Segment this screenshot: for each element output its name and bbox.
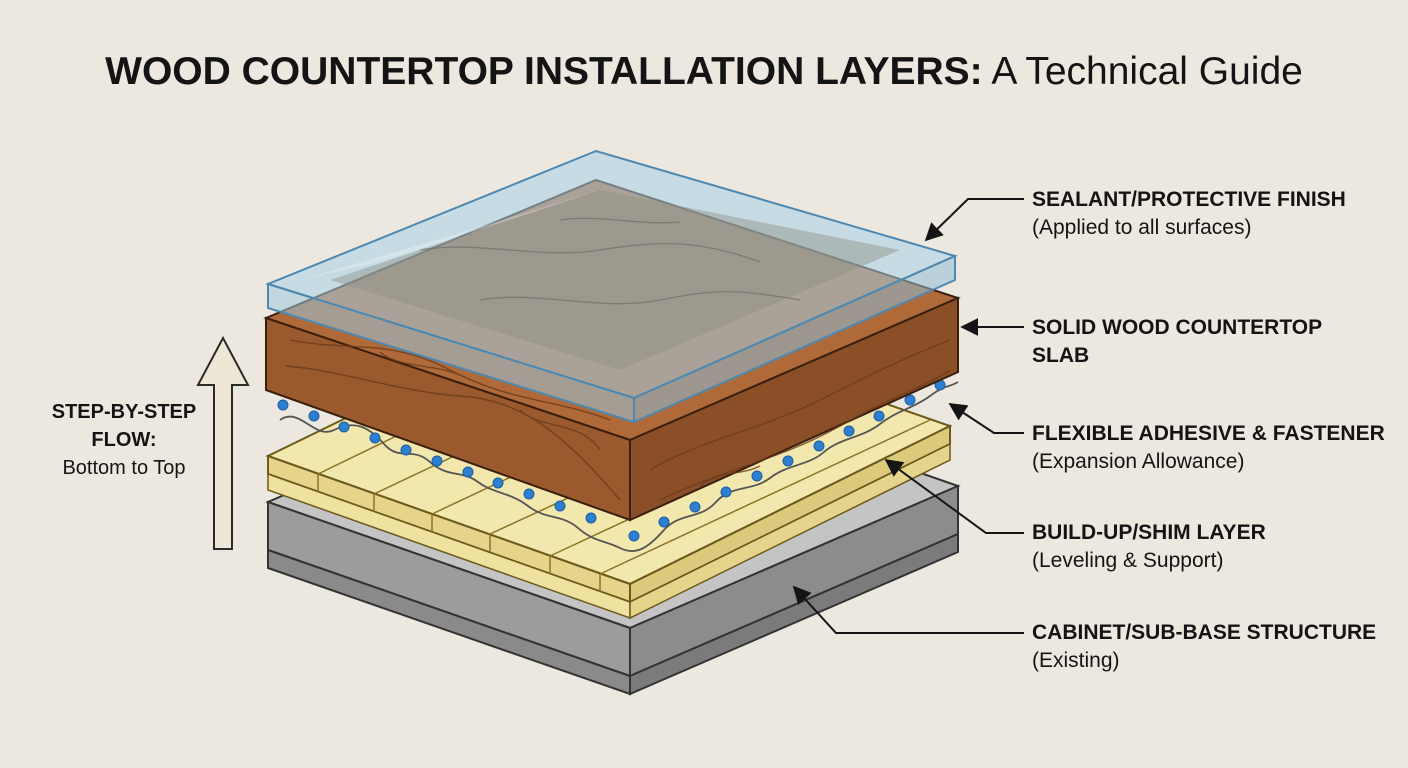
- label-sealant-name: SEALANT/PROTECTIVE FINISH: [1032, 188, 1346, 211]
- label-sealant-note: (Applied to all surfaces): [1032, 216, 1252, 239]
- label-shim: BUILD-UP/SHIM LAYER (Leveling & Support): [1032, 519, 1266, 575]
- label-sealant: SEALANT/PROTECTIVE FINISH (Applied to al…: [1032, 186, 1346, 242]
- leader-cabinet: [792, 585, 1024, 634]
- title-bold: WOOD COUNTERTOP INSTALLATION LAYERS:: [105, 50, 983, 93]
- flow-arrow: [196, 335, 250, 550]
- label-adhesive: FLEXIBLE ADHESIVE & FASTENER (Expansion …: [1032, 420, 1385, 476]
- title-rest: A Technical Guide: [982, 50, 1303, 93]
- adhesive-layer: [277, 379, 959, 552]
- sealant-layer: [265, 149, 958, 424]
- page-title: WOOD COUNTERTOP INSTALLATION LAYERS: A T…: [0, 50, 1408, 94]
- label-adhesive-note: (Expansion Allowance): [1032, 450, 1245, 473]
- leader-shim: [884, 458, 1024, 534]
- label-wood: SOLID WOOD COUNTERTOP SLAB: [1032, 314, 1322, 370]
- label-adhesive-name: FLEXIBLE ADHESIVE & FASTENER: [1032, 422, 1385, 445]
- label-cabinet-name: CABINET/SUB-BASE STRUCTURE: [1032, 621, 1377, 644]
- label-cabinet-note: (Existing): [1032, 649, 1120, 672]
- label-shim-note: (Leveling & Support): [1032, 549, 1224, 572]
- flow-heading-line1: STEP-BY-STEP: [51, 401, 197, 423]
- leader-sealant: [924, 198, 1024, 242]
- label-wood-name-line1: SOLID WOOD COUNTERTOP: [1032, 316, 1323, 339]
- label-shim-name: BUILD-UP/SHIM LAYER: [1032, 521, 1266, 544]
- flow-heading-line2: FLOW:: [91, 429, 157, 451]
- label-cabinet: CABINET/SUB-BASE STRUCTURE (Existing): [1032, 619, 1376, 675]
- label-wood-name-line2: SLAB: [1032, 344, 1090, 367]
- flow-text: Bottom to Top: [62, 457, 186, 479]
- leader-adhesive: [948, 403, 1024, 434]
- flow-label: STEP-BY-STEP FLOW: Bottom to Top: [36, 398, 212, 482]
